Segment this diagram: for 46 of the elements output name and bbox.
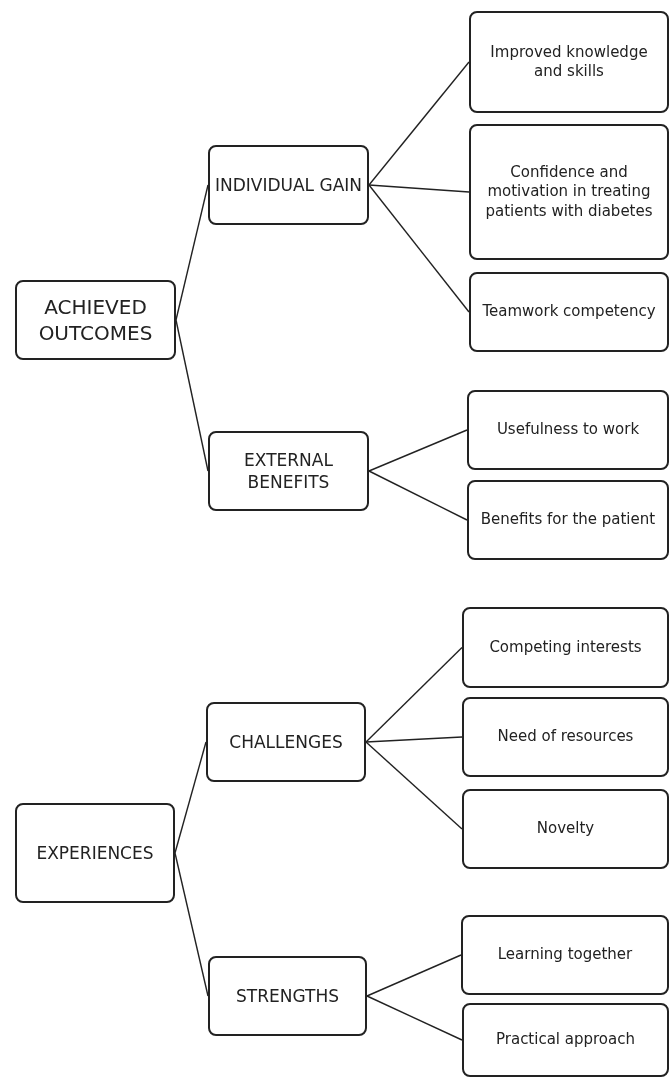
box-label: Benefits for the patient bbox=[479, 510, 657, 530]
category-box bbox=[467, 390, 669, 470]
box-label: ACHIEVED OUTCOMES bbox=[37, 294, 154, 346]
box-label: INDIVIDUAL GAIN bbox=[213, 173, 364, 197]
category-box bbox=[206, 702, 366, 782]
category-box bbox=[462, 607, 669, 688]
connector-line bbox=[368, 184, 470, 313]
connector-line bbox=[366, 995, 463, 1041]
category-box bbox=[15, 803, 175, 903]
category-box bbox=[469, 272, 669, 352]
category-box bbox=[208, 145, 369, 225]
connector-line bbox=[366, 954, 462, 997]
category-box bbox=[462, 1003, 669, 1077]
connector-line bbox=[368, 429, 468, 472]
connector-line bbox=[365, 741, 463, 830]
connector-line bbox=[174, 852, 209, 997]
connector-line bbox=[368, 470, 468, 521]
box-label: Usefulness to work bbox=[495, 420, 641, 440]
box-label: Teamwork competency bbox=[481, 302, 657, 322]
box-label: Confidence and motivation in treating patients with diabetes bbox=[484, 162, 654, 222]
connector-line bbox=[174, 741, 207, 854]
connector-line bbox=[365, 736, 463, 743]
box-label: Practical approach bbox=[495, 1030, 636, 1050]
category-box bbox=[462, 789, 669, 869]
category-box bbox=[462, 697, 669, 777]
connector-line bbox=[368, 61, 470, 186]
box-label: Novelty bbox=[535, 819, 596, 839]
category-box bbox=[469, 124, 669, 260]
category-box bbox=[469, 11, 669, 113]
category-box bbox=[461, 915, 669, 995]
connector-line bbox=[368, 184, 470, 193]
connector-line bbox=[175, 319, 209, 472]
box-label: Competing interests bbox=[488, 637, 643, 658]
category-box bbox=[208, 956, 367, 1036]
box-label: Improved knowledge and skills bbox=[489, 42, 649, 82]
connector-line bbox=[175, 184, 209, 321]
box-label: EXTERNAL BENEFITS bbox=[243, 448, 334, 494]
box-label: Learning together bbox=[496, 945, 634, 965]
category-box bbox=[15, 280, 176, 360]
box-label: EXPERIENCES bbox=[35, 841, 155, 865]
box-label: Need of resources bbox=[496, 727, 635, 747]
box-label: STRENGTHS bbox=[235, 984, 340, 1008]
category-box bbox=[467, 480, 669, 560]
box-label: CHALLENGES bbox=[228, 730, 344, 754]
connector-line bbox=[365, 646, 463, 743]
category-box bbox=[208, 431, 369, 511]
